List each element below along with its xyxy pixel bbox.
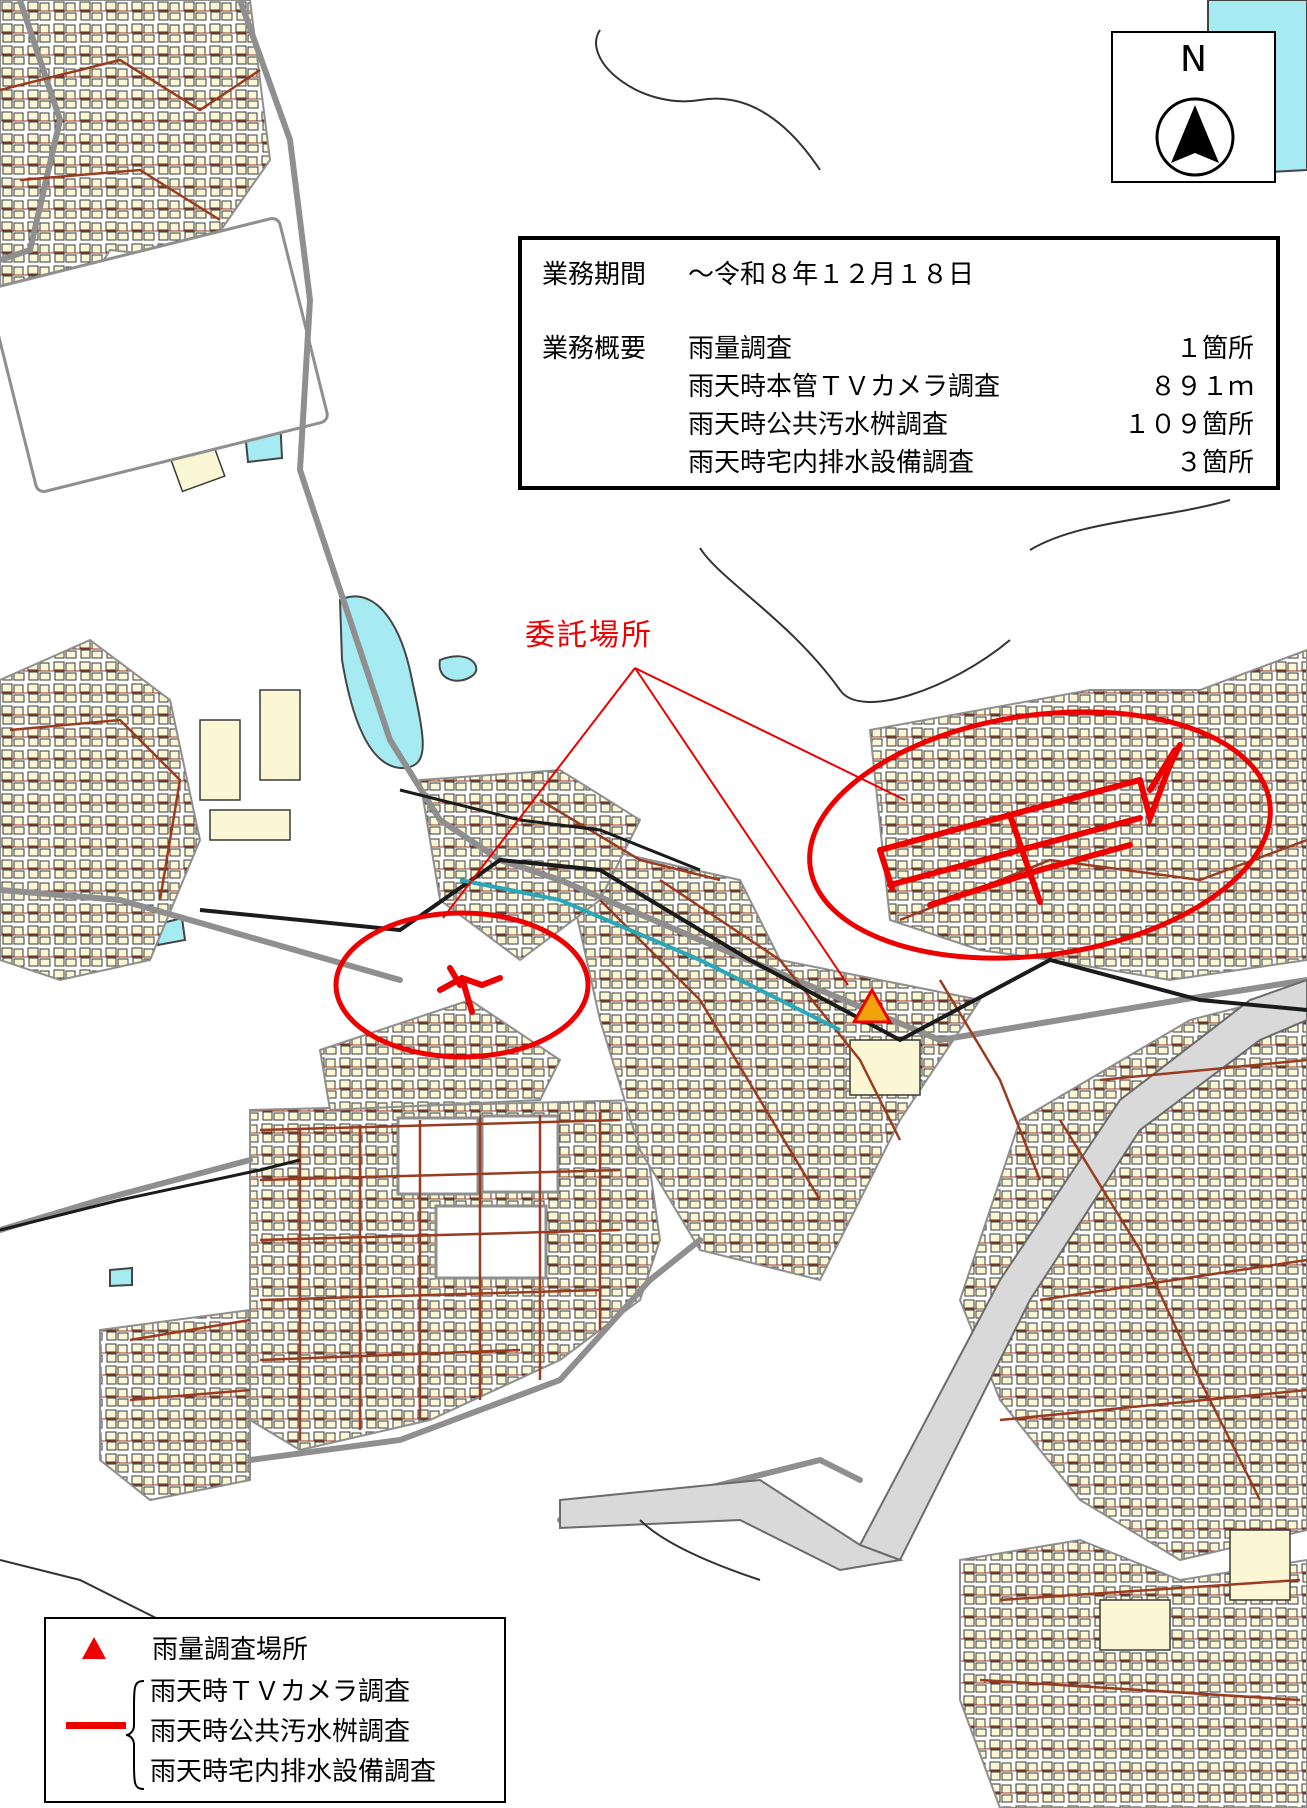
summary-item-qty: １０９箇所 bbox=[1123, 410, 1254, 440]
rain-gauge-legend-icon bbox=[82, 1637, 106, 1659]
summary-item-qty: ８９１ｍ bbox=[1149, 372, 1254, 402]
expressway bbox=[559, 978, 1307, 1572]
project-info-box: 業務期間 ～令和８年１２月１８日 業務概要 雨量調査 １箇所 雨天時本管ＴＶカメ… bbox=[518, 236, 1280, 490]
railway bbox=[0, 788, 1307, 1232]
survey-area-east bbox=[807, 709, 1273, 961]
sewer-network bbox=[0, 58, 1307, 1702]
summary-item-name: 雨量調査 bbox=[688, 334, 793, 364]
brace-icon bbox=[125, 1680, 145, 1790]
main-roads bbox=[0, 0, 1307, 1523]
summary-item-name: 雨天時宅内排水設備調査 bbox=[688, 448, 975, 478]
summary-item-qty: １箇所 bbox=[1175, 334, 1254, 364]
summary-item-qty: ３箇所 bbox=[1175, 448, 1254, 478]
survey-lines-east bbox=[877, 742, 1183, 908]
compass-panel: N bbox=[1111, 31, 1276, 183]
legend-survey-line-label: 雨天時宅内排水設備調査 bbox=[150, 1757, 437, 1787]
callout-label: 委託場所 bbox=[525, 618, 653, 653]
survey-lines-west bbox=[437, 965, 503, 1015]
period-value: ～令和８年１２月１８日 bbox=[688, 260, 975, 290]
hill-contours bbox=[0, 29, 1231, 1621]
summary-label: 業務概要 bbox=[542, 334, 647, 364]
legend-survey-line-label: 雨天時ＴＶカメラ調査 bbox=[150, 1677, 411, 1707]
period-label: 業務期間 bbox=[542, 260, 647, 290]
survey-area-west bbox=[333, 910, 591, 1060]
north-arrow-icon bbox=[1155, 97, 1235, 177]
legend-survey-line-label: 雨天時公共汚水桝調査 bbox=[150, 1717, 411, 1747]
rain-gauge-marker[interactable] bbox=[851, 986, 893, 1024]
summary-item-name: 雨天時公共汚水桝調査 bbox=[688, 410, 949, 440]
north-label: N bbox=[1180, 39, 1207, 80]
callout-lines bbox=[442, 667, 906, 986]
legend-box: 雨量調査場所 雨天時ＴＶカメラ調査 雨天時公共汚水桝調査 雨天時宅内排水設備調査 bbox=[44, 1617, 506, 1803]
open-fields bbox=[0, 217, 560, 1280]
legend-rain-gauge-label: 雨量調査場所 bbox=[152, 1635, 309, 1665]
survey-line-legend-icon bbox=[66, 1722, 126, 1729]
summary-item-name: 雨天時本管ＴＶカメラ調査 bbox=[688, 372, 1001, 402]
